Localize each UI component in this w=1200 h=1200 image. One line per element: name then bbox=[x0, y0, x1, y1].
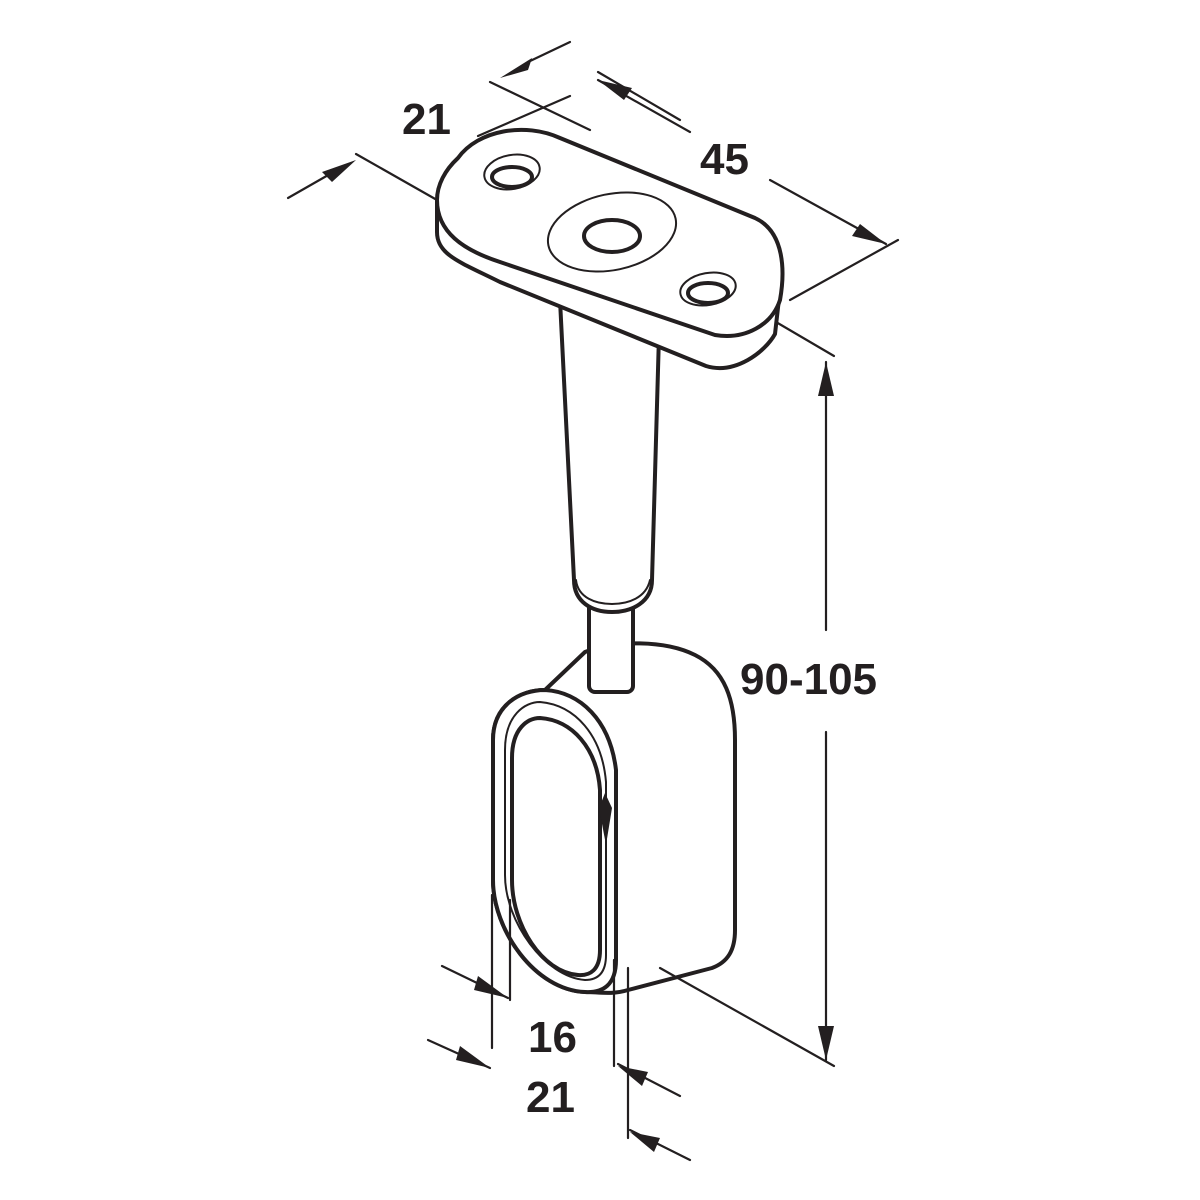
rail-holder bbox=[491, 641, 737, 995]
dimension-plate-length: 45 bbox=[596, 78, 900, 302]
dimension-rod-widths: 16 21 bbox=[426, 893, 692, 1162]
screw-hole-right bbox=[679, 271, 737, 307]
label-plate-length: 45 bbox=[700, 135, 749, 184]
label-height: 90-105 bbox=[740, 655, 877, 704]
label-rod-inner-width: 16 bbox=[528, 1013, 577, 1062]
mounting-plate bbox=[435, 127, 785, 370]
screw-hole-left bbox=[483, 153, 541, 191]
upper-tube bbox=[558, 298, 662, 614]
dimension-height: 90-105 bbox=[658, 320, 877, 1068]
label-plate-width: 21 bbox=[402, 95, 451, 144]
label-rod-outer-width: 21 bbox=[526, 1073, 575, 1122]
center-hole bbox=[546, 191, 678, 273]
dimension-plate-width: 21 bbox=[286, 40, 682, 202]
